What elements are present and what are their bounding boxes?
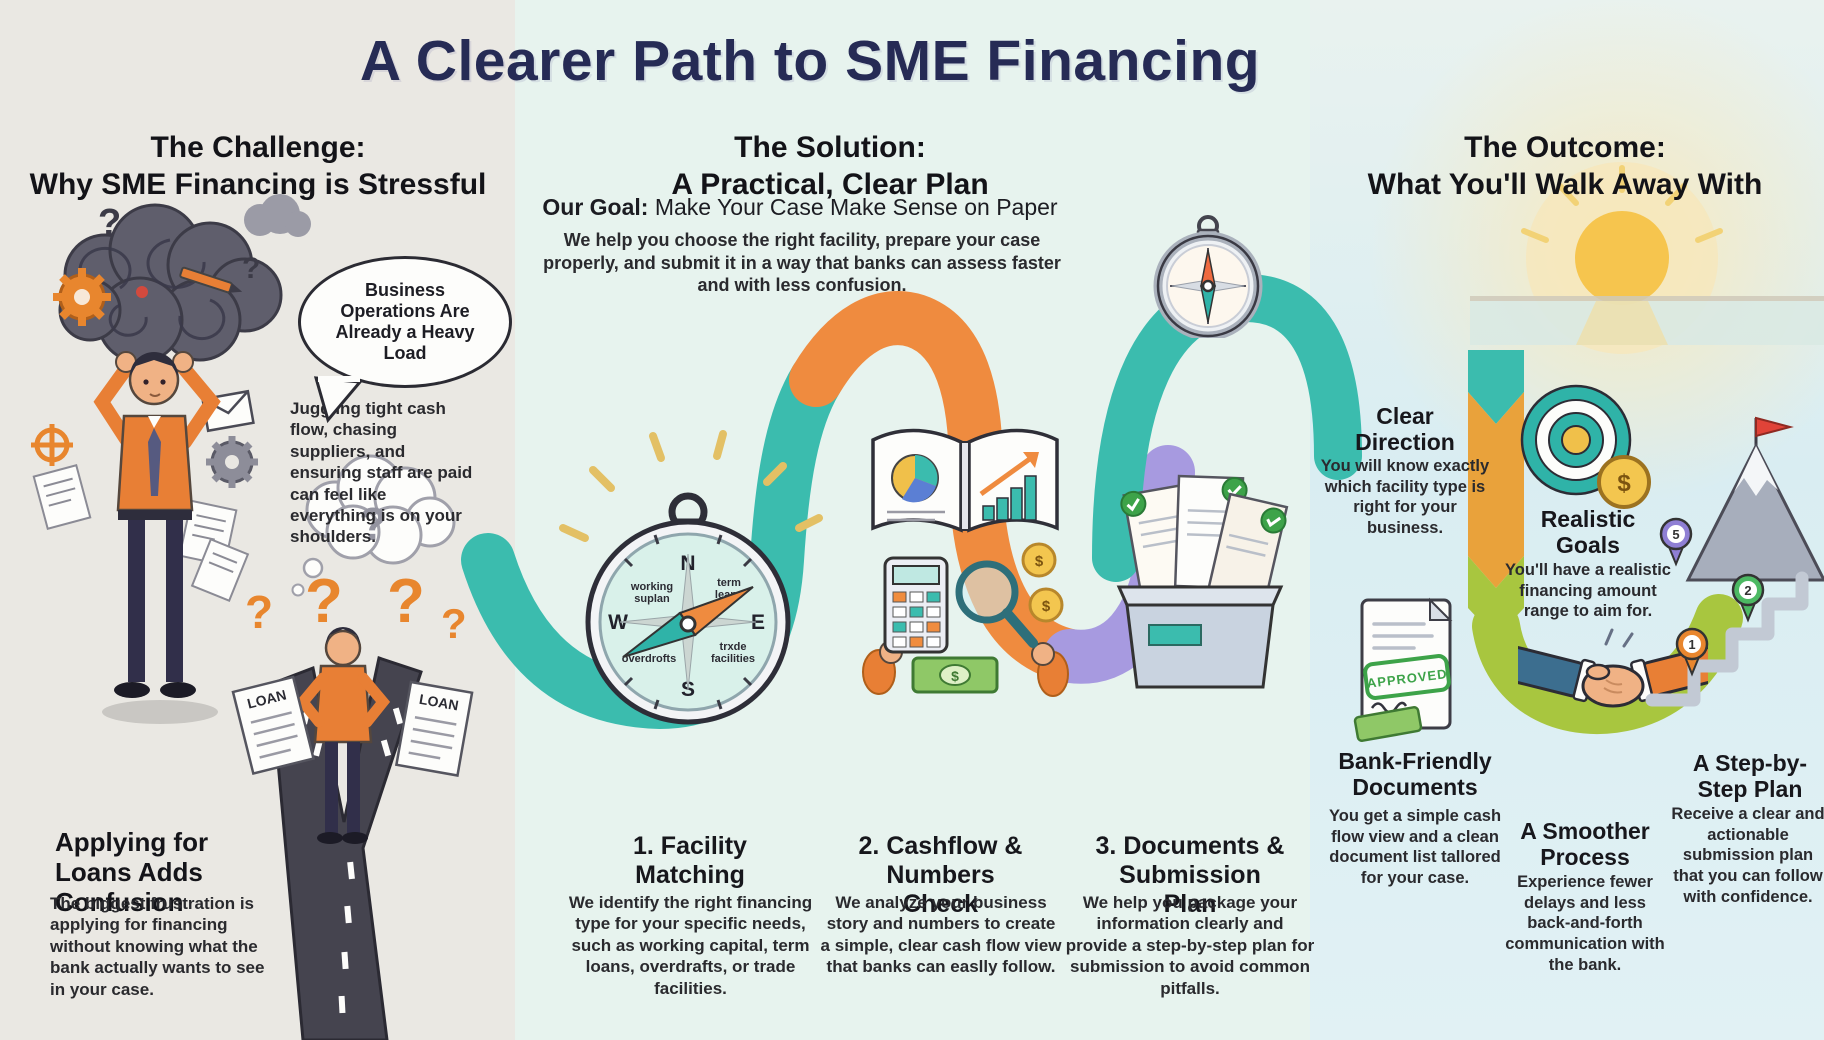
cashflow-analysis-illustration: $ $ $ <box>862 428 1069 697</box>
svg-text:1: 1 <box>1688 637 1695 652</box>
chevron-arrow-down-icon <box>1468 350 1524 638</box>
svg-text:term: term <box>717 577 741 589</box>
open-book-icon <box>871 428 1059 533</box>
magnifier-icon <box>955 560 1038 648</box>
step-3-body: We help you package your information cle… <box>1065 893 1315 998</box>
pencil-icon <box>179 266 243 294</box>
banknote-icon <box>1353 706 1423 742</box>
goal-label: Our Goal: <box>542 194 649 220</box>
storage-box-icon <box>1116 585 1284 689</box>
loan-document-icon: LOAN <box>231 675 315 776</box>
goal-text: Make Your Case Make Sense on Paper <box>654 194 1058 220</box>
outcome-item-1-body: You will know exactly which facility typ… <box>1320 457 1490 537</box>
svg-text:$: $ <box>1042 598 1051 615</box>
facility-compass-icon: N E S W working suplan term leans overdr… <box>559 430 823 725</box>
orange-question-marks: ? ? ? ? <box>245 567 467 647</box>
target-icon: $ <box>1520 384 1651 509</box>
gear-icon <box>53 268 111 326</box>
map-pin-1: 1 <box>1675 627 1709 677</box>
solution-heading-line2: A Practical, Clear Plan <box>671 167 989 201</box>
svg-text:$: $ <box>1035 553 1044 570</box>
outcome-item-5-body: Receive a clear and actionable submissio… <box>1671 805 1824 906</box>
svg-text:?: ? <box>305 567 343 636</box>
step-2-title: 2. Cashflow & Numbers Check <box>858 832 1023 918</box>
staircase-path <box>1645 571 1809 707</box>
outcome-item-2-body: You'll have a realistic financing amount… <box>1505 561 1671 621</box>
pocket-compass-icon <box>1153 215 1263 338</box>
outcome-heading-line1: The Outcome: <box>1464 131 1666 164</box>
approved-document-icon: APPROVED <box>1353 597 1453 742</box>
speech-bubble: Business Operations Are Already a Heavy … <box>298 256 512 388</box>
mountain-steps-illustration: 5 2 1 <box>1645 416 1824 707</box>
svg-text:suplan: suplan <box>634 593 670 605</box>
dollar-coin-icon: $ $ <box>1021 542 1064 623</box>
loan-document-icon: LOAN <box>394 680 474 777</box>
svg-text:$: $ <box>1617 470 1631 497</box>
speech-bubble-tail <box>313 376 363 424</box>
svg-text:facilities: facilities <box>711 653 755 665</box>
dollar-coin-icon: $ <box>1597 455 1651 509</box>
svg-text:working: working <box>630 581 673 593</box>
svg-text:$: $ <box>951 668 959 684</box>
map-pin-2: 2 <box>1731 573 1765 623</box>
step-1-body: We identify the right financing type for… <box>568 893 813 998</box>
speech-bubble-text: Business Operations Are Already a Heavy … <box>335 279 475 364</box>
map-pin-5: 5 <box>1659 517 1693 567</box>
question-mark-glyph: ? <box>359 498 387 550</box>
step-1-title: 1. Facility Matching <box>633 832 747 889</box>
svg-text:overdrofts: overdrofts <box>622 653 676 665</box>
bar-chart-icon <box>982 475 1037 521</box>
solution-intro: We help you choose the right facility, p… <box>543 230 1061 296</box>
outcome-item-1-title: Clear Direction <box>1355 403 1455 456</box>
svg-text:2: 2 <box>1744 583 1751 598</box>
mountain-flag-icon <box>1685 416 1824 582</box>
fork-road-illustration: ? ? ? ? ? <box>231 454 474 1040</box>
stressed-man-figure <box>93 351 221 724</box>
svg-text:LOAN: LOAN <box>418 691 460 714</box>
document-box-illustration <box>1116 474 1289 689</box>
question-mark-glyph: ? <box>98 202 121 244</box>
outcome-item-2-title: Realistic Goals <box>1540 506 1636 559</box>
svg-text:?: ? <box>245 586 273 638</box>
step-3-title: 3. Documents & Submission Plan <box>1095 832 1285 918</box>
sun-icon <box>1470 162 1824 354</box>
outcome-item-3-title: Bank-Friendly Documents <box>1338 748 1492 801</box>
compass-rays <box>559 430 823 542</box>
challenge-heading-line1: The Challenge: <box>150 131 366 164</box>
outcome-item-5-title: A Step-by-Step Plan <box>1692 750 1808 803</box>
svg-text:W: W <box>608 611 628 634</box>
solution-heading-line1: The Solution: <box>734 131 926 164</box>
svg-text:?: ? <box>441 600 467 647</box>
question-mark-glyph: ? <box>242 252 260 285</box>
banknote-icon: $ <box>911 656 999 694</box>
challenge-heading-line2: Why SME Financing is Stressful <box>29 167 487 201</box>
solution-heading: The Solution: A Practical, Clear Plan <box>530 130 1130 203</box>
svg-text:5: 5 <box>1672 527 1679 542</box>
outcome-item-4-title: A Smoother Process <box>1520 818 1650 871</box>
calculator-icon <box>883 556 949 654</box>
svg-text:trxde: trxde <box>720 641 747 653</box>
handshake-icon <box>1518 628 1708 708</box>
svg-text:E: E <box>751 611 765 634</box>
thought-cloud-icon: ? <box>291 454 456 597</box>
person-at-fork-figure <box>295 627 391 844</box>
challenge-heading: The Challenge: Why SME Financing is Stre… <box>18 130 498 203</box>
challenge-body-2: The biggest frustration is applying for … <box>50 894 265 999</box>
svg-text:?: ? <box>387 567 425 636</box>
gear-icon <box>206 436 258 488</box>
outcome-item-3-body: You get a simple cash flow view and a cl… <box>1328 807 1502 887</box>
outcome-heading: The Outcome: What You'll Walk Away With <box>1320 130 1810 203</box>
checked-document-icon <box>1206 492 1289 607</box>
step-2-body: We analyze your business story and numbe… <box>820 893 1062 977</box>
challenge-subheading: Applying for Loans Adds Confusion <box>55 827 209 917</box>
outcome-heading-line2: What You'll Walk Away With <box>1367 167 1763 201</box>
outcome-item-4-body: Experience fewer delays and less back-an… <box>1505 873 1665 974</box>
flying-paper-icon <box>32 464 250 602</box>
solution-goal: Our Goal: Make Your Case Make Sense on P… <box>540 194 1060 221</box>
stressed-businessman-illustration: ? ? <box>31 194 311 724</box>
page-title: A Clearer Path to SME Financing <box>359 29 1261 93</box>
gear-icon <box>31 424 73 466</box>
